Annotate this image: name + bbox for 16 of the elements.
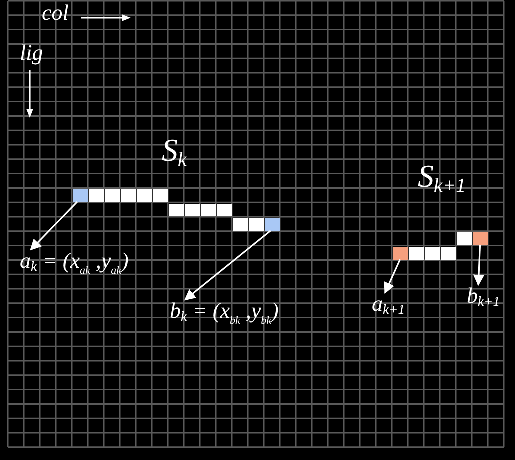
math-label: b$_{k+1}$ xyxy=(467,285,500,307)
math-label: a$_{k}$ = (x$_{a}$$_{k}$ ,y$_{a}$$_{k}$) xyxy=(20,250,129,272)
arrow xyxy=(473,245,485,286)
arrow xyxy=(384,259,401,294)
pixel-cell xyxy=(393,246,408,260)
pixel-cell xyxy=(73,189,88,202)
math-label: a$_{k+1}$ xyxy=(372,293,406,315)
math-label: b$_{k}$ = (x$_{b}$$_{k}$ ,y$_{b}$$_{k}$) xyxy=(170,300,279,322)
axis-label: lig xyxy=(20,42,44,64)
axis-label: col xyxy=(42,2,69,24)
math-label: S$_{k}$ xyxy=(162,134,187,166)
pixel-cell xyxy=(265,218,280,231)
arrow xyxy=(184,230,272,301)
pixel-cell xyxy=(473,232,488,246)
math-label: S$_{k+1}$ xyxy=(418,160,466,192)
arrow xyxy=(30,202,78,251)
